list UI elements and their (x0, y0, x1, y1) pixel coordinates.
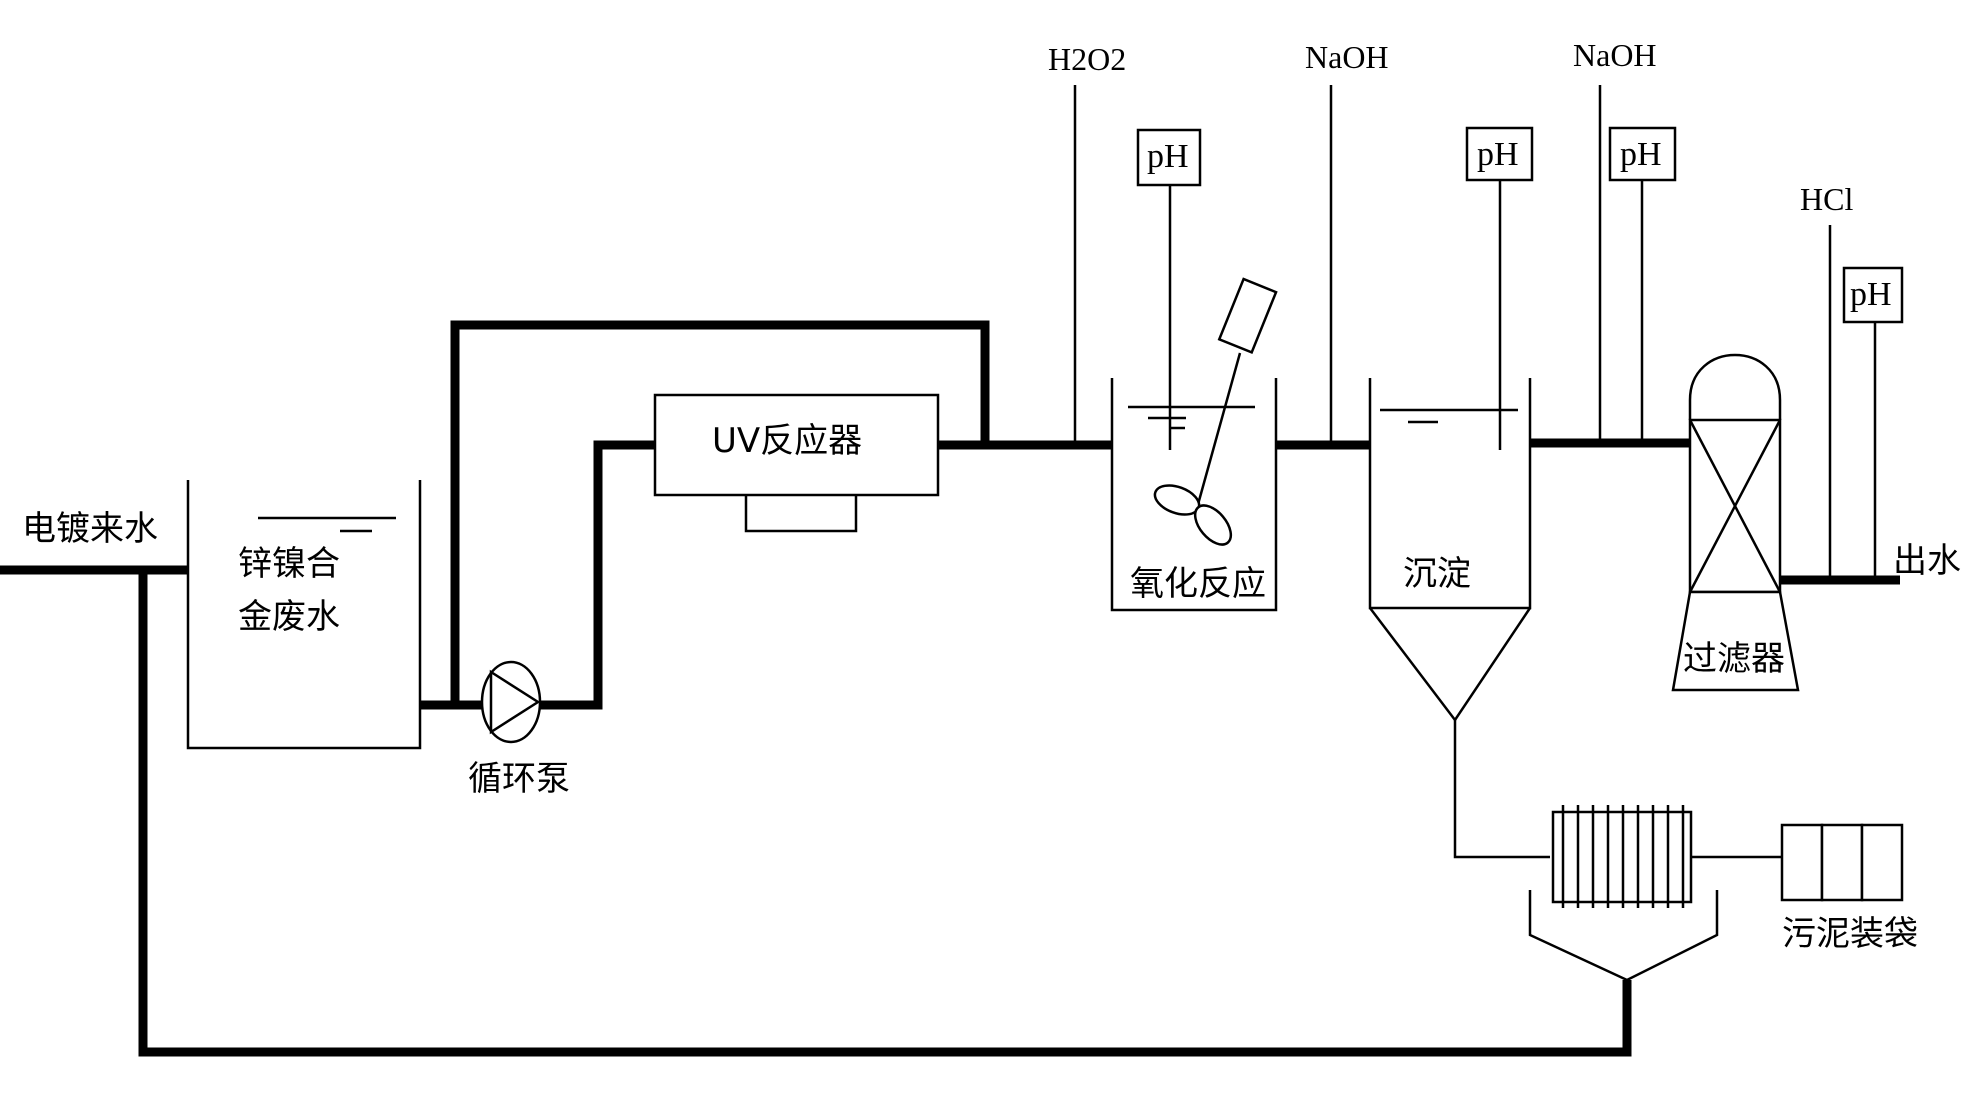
ph-label-oxidation: pH (1147, 138, 1189, 175)
sedimentation-tank (1368, 378, 1532, 723)
ph-label-pre-filter: pH (1620, 136, 1662, 173)
outflow-label: 出水 (1893, 541, 1961, 581)
uv-reactor (653, 393, 940, 533)
ph-probe-oxidation (1136, 128, 1202, 450)
hcl-label: HCl (1800, 181, 1853, 217)
filter-vessel (1671, 353, 1800, 692)
pump-discharge-pipe (540, 440, 655, 710)
pump-label: 循环泵 (468, 759, 570, 799)
inflow-label: 电镀来水 (22, 509, 158, 549)
sludge-line (1453, 720, 1550, 859)
naoh-label-1: NaOH (1305, 39, 1389, 75)
h2o2-label: H2O2 (1048, 41, 1126, 77)
recirculation-bypass-pipe (450, 320, 990, 705)
wastewater-tank (186, 480, 422, 750)
oxidation-reactor (1110, 378, 1278, 612)
uv-reactor-label: UV反应器 (712, 421, 862, 461)
sedimentation-label: 沉淀 (1403, 554, 1471, 594)
filter-press-icon (1551, 805, 1693, 908)
sludge-return-pipe (138, 570, 1632, 1057)
tank-label-line1: 锌镍合 (238, 544, 340, 584)
tank-label-line2: 金废水 (238, 597, 340, 637)
sludge-hopper (1528, 890, 1719, 982)
sludge-bag-label: 污泥装袋 (1782, 914, 1918, 954)
circulation-pump-icon (480, 660, 542, 744)
mixer-icon (1153, 277, 1278, 546)
oxidation-label: 氧化反应 (1130, 564, 1266, 604)
ph-probe-sedimentation (1465, 126, 1534, 450)
ph-label-sedimentation: pH (1477, 136, 1519, 173)
ph-probe-outlet (1842, 266, 1904, 580)
filter-label: 过滤器 (1683, 639, 1785, 679)
ph-probe-pre-filter (1608, 126, 1677, 443)
naoh-label-2: NaOH (1573, 37, 1657, 73)
sludge-bag-icon (1780, 823, 1904, 902)
ph-label-outlet: pH (1850, 276, 1892, 313)
